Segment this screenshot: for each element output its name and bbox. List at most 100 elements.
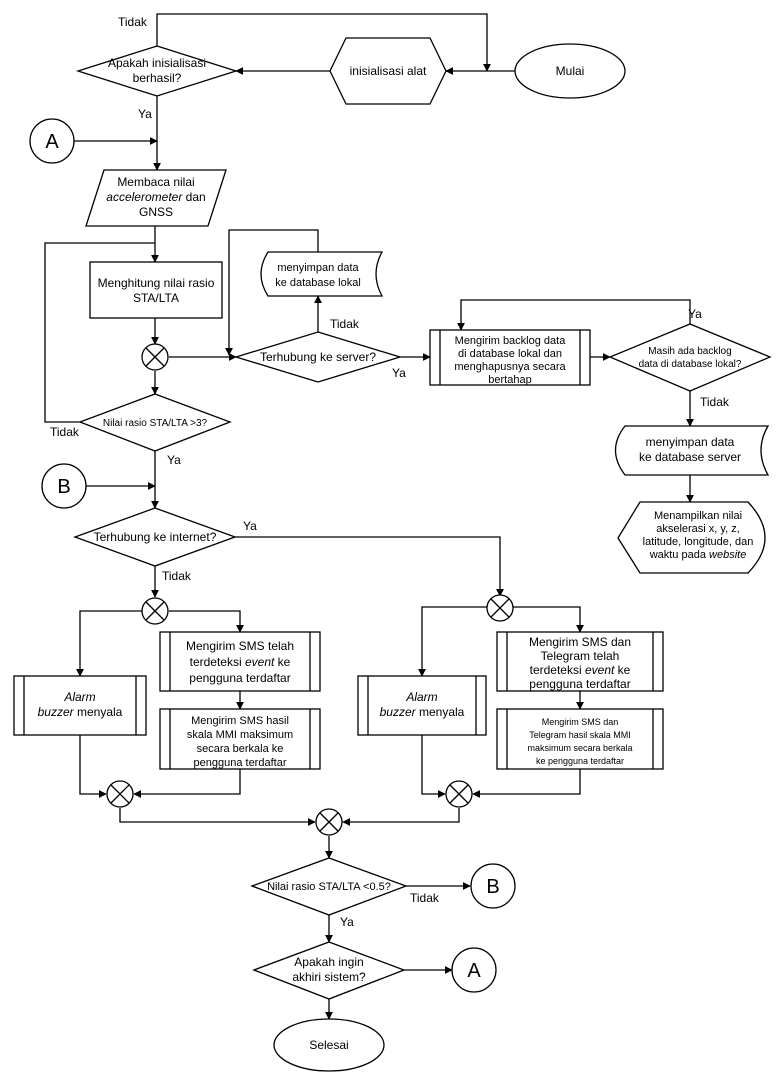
- end-system-decision: Apakah ingin akhiri sistem?: [252, 941, 406, 1000]
- internet-decision-label: Terhubung ke internet?: [94, 530, 217, 544]
- label-ya-init: Ya: [138, 107, 152, 121]
- label-tidak-ratio: Tidak: [50, 425, 80, 439]
- merge-xor-right-bottom: [445, 780, 473, 808]
- sms-detect-line2: terdeteksi event ke: [190, 655, 291, 669]
- sms-mmi-line3: secara berkala ke: [197, 743, 284, 755]
- ratio-lt05-decision: Nilai rasio STA/LTA <0.5?: [250, 857, 408, 916]
- display-line3: latitude, longitude, dan: [643, 536, 754, 548]
- sms-tg-line1: Mengirim SMS dan: [529, 635, 631, 649]
- sms-tg-mmi-line4: ke pengguna terdaftar: [536, 756, 624, 766]
- label-tidak-server: Tidak: [330, 317, 360, 331]
- split-xor-left: [141, 597, 169, 625]
- merge-xor-1: [141, 343, 169, 371]
- save-server-line1: menyimpan data: [646, 435, 735, 449]
- server-decision: Terhubung ke server?: [233, 331, 403, 383]
- sms-detect-line1: Mengirim SMS telah: [186, 639, 294, 653]
- sms-mmi-line4: pengguna terdaftar: [194, 757, 287, 769]
- connector-b-right: B: [470, 863, 516, 909]
- sms-detect-line3: pengguna terdaftar: [189, 671, 290, 685]
- alarm-left-line2: buzzer menyala: [38, 705, 123, 719]
- alarm-right-process: Alarm buzzer menyala: [357, 675, 487, 736]
- sms-tg-line2: Telegram telah: [541, 649, 620, 663]
- merge-xor-left-bottom: [106, 780, 134, 808]
- display-line2: akselerasi x, y, z,: [656, 523, 740, 535]
- ratio-lt05-label: Nilai rasio STA/LTA <0.5?: [267, 881, 391, 893]
- backlog-decision-line1: Masih ada backlog: [648, 346, 731, 357]
- label-tidak-lt05: Tidak: [410, 891, 440, 905]
- init-decision-line2: berhasil?: [133, 71, 182, 85]
- read-sensor-line3: GNSS: [139, 205, 173, 219]
- init-decision-line1: Apakah inisialisasi: [108, 56, 206, 70]
- start-terminator: Mulai: [514, 43, 626, 99]
- label-ya-ratio: Ya: [167, 453, 181, 467]
- alarm-right-line2: buzzer menyala: [380, 705, 465, 719]
- internet-decision: Terhubung ke internet?: [73, 507, 237, 567]
- connector-a-top-label: A: [45, 131, 59, 153]
- start-label: Mulai: [556, 64, 585, 78]
- calc-ratio-line2: STA/LTA: [133, 291, 179, 305]
- read-sensor-line2: accelerometer dan: [106, 190, 205, 204]
- sms-tg-mmi-line2: Telegram hasil skala MMI: [529, 730, 631, 740]
- sms-tg-detect-process: Mengirim SMS dan Telegram telah terdetek…: [496, 631, 664, 692]
- display-line4: waktu pada website: [649, 549, 747, 561]
- read-sensor-line1: Membaca nilai: [117, 175, 194, 189]
- sms-detect-process: Mengirim SMS telah terdeteksi event ke p…: [159, 631, 321, 692]
- connector-b-left: B: [41, 463, 87, 509]
- calc-ratio-line1: Menghitung nilai rasio: [98, 276, 215, 290]
- sms-mmi-line2: skala MMI maksimum: [187, 729, 293, 741]
- merge-xor-center: [315, 808, 343, 836]
- save-server-storage: menyimpan data ke database server: [614, 425, 770, 476]
- end-terminator: Selesai: [273, 1018, 385, 1072]
- split-xor-right: [486, 594, 514, 622]
- sms-tg-line4: pengguna terdaftar: [529, 677, 630, 691]
- sms-tg-mmi-line3: maksimum secara berkala: [527, 743, 632, 753]
- send-backlog-line1: Mengirim backlog data: [455, 335, 567, 347]
- send-backlog-line3: menghapusnya secara: [454, 361, 566, 373]
- send-backlog-line2: di database lokal dan: [458, 348, 562, 360]
- label-tidak-backlog: Tidak: [700, 395, 730, 409]
- save-server-line2: ke database server: [639, 450, 741, 464]
- label-ya-lt05: Ya: [340, 915, 354, 929]
- alarm-left-line1: Alarm: [63, 690, 95, 704]
- server-decision-label: Terhubung ke server?: [260, 350, 376, 364]
- connector-lines: [44, 13, 694, 1020]
- end-system-line2: akhiri sistem?: [292, 970, 366, 984]
- init-decision: Apakah inisialisasi berhasil?: [75, 45, 239, 97]
- ratio-gt3-decision: Nilai rasio STA/LTA >3?: [78, 393, 232, 452]
- end-label: Selesai: [309, 1038, 348, 1052]
- connector-a-bottom-label: A: [467, 960, 481, 982]
- sms-tg-mmi-line1: Mengirim SMS dan: [542, 717, 619, 727]
- sms-mmi-process: Mengirim SMS hasil skala MMI maksimum se…: [159, 708, 321, 770]
- alarm-left-process: Alarm buzzer menyala: [13, 675, 147, 736]
- ratio-gt3-label: Nilai rasio STA/LTA >3?: [103, 418, 208, 429]
- display-line1: Menampilkan nilai: [654, 510, 742, 522]
- connector-b-left-label: B: [57, 476, 70, 498]
- sms-mmi-line1: Mengirim SMS hasil: [191, 715, 289, 727]
- save-local-line2: ke database lokal: [275, 277, 361, 289]
- label-ya-internet: Ya: [243, 519, 257, 533]
- backlog-decision: Masih ada backlog data di database lokal…: [608, 323, 772, 392]
- save-local-storage: menyimpan data ke database lokal: [260, 251, 384, 297]
- init-preparation: inisialisasi alat: [329, 37, 447, 105]
- save-local-line1: menyimpan data: [277, 262, 359, 274]
- label-tidak-init: Tidak: [118, 15, 148, 29]
- sms-tg-line3: terdeteksi event ke: [530, 663, 631, 677]
- label-ya-server: Ya: [392, 366, 406, 380]
- init-label: inisialisasi alat: [350, 64, 427, 78]
- backlog-decision-line2: data di database lokal?: [639, 359, 742, 370]
- connector-a-bottom: A: [451, 947, 497, 993]
- connector-b-right-label: B: [486, 876, 499, 898]
- end-system-line1: Apakah ingin: [294, 955, 363, 969]
- display-output: Menampilkan nilai akselerasi x, y, z, la…: [617, 501, 766, 574]
- calc-ratio-process: Menghitung nilai rasio STA/LTA: [89, 261, 223, 319]
- alarm-right-line1: Alarm: [405, 690, 437, 704]
- send-backlog-process: Mengirim backlog data di database lokal …: [429, 329, 591, 386]
- label-ya-backlog: Ya: [688, 307, 702, 321]
- label-tidak-internet: Tidak: [162, 569, 192, 583]
- sms-tg-mmi-process: Mengirim SMS dan Telegram hasil skala MM…: [496, 708, 664, 770]
- read-sensor-io: Membaca nilai accelerometer dan GNSS: [85, 169, 227, 227]
- connector-a-top: A: [29, 118, 75, 164]
- send-backlog-line4: bertahap: [488, 374, 531, 386]
